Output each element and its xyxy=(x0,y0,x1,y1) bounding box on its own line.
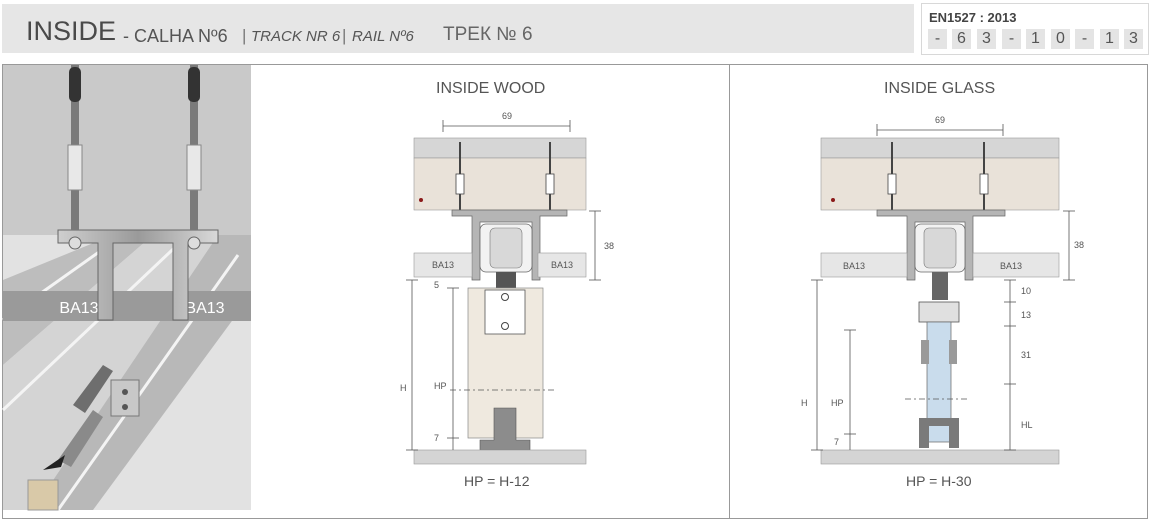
track-profile xyxy=(57,229,219,321)
ceiling-block xyxy=(820,157,1060,211)
separator: | xyxy=(342,26,347,45)
rod-coupler xyxy=(979,173,989,195)
code-cell: - xyxy=(928,29,947,49)
ba13-label: BA13 xyxy=(1000,261,1022,271)
hanger-arm xyxy=(58,410,103,467)
dim-h: H xyxy=(801,398,808,408)
subtitle-trek: ТРЕК № 6 xyxy=(443,24,533,45)
ba13-board xyxy=(972,252,1060,278)
arrow-icon xyxy=(43,455,65,470)
roller-wheel xyxy=(923,227,957,269)
code-cell: 3 xyxy=(1124,29,1143,49)
formula-wood: HP = H-12 xyxy=(464,473,530,489)
panel-title-wood: INSIDE WOOD xyxy=(436,80,546,97)
floor xyxy=(820,449,1060,465)
code-cell: - xyxy=(1075,29,1094,49)
floor xyxy=(413,449,587,465)
nut xyxy=(187,236,201,250)
code-cell: 3 xyxy=(977,29,996,49)
header-bar: INSIDE - CALHA Nº6 | TRACK NR 6 | RAIL N… xyxy=(2,4,914,53)
ceiling-block xyxy=(413,157,587,211)
wood-section-drawing: 69 BA13 BA13 38 H HP 5 7 xyxy=(400,111,614,465)
content-frame xyxy=(2,64,1148,519)
dim-7: 7 xyxy=(834,437,839,447)
accent-dot xyxy=(419,198,423,202)
certification-standard: EN1527 : 2013 xyxy=(929,10,1017,25)
ba13-label: BA13 xyxy=(843,261,865,271)
door-corner xyxy=(27,479,59,511)
track-photo-illustration: BA13 BA13 xyxy=(1,65,251,511)
dim-31: 31 xyxy=(1021,350,1031,360)
floor-guide xyxy=(919,418,959,448)
rod-coupler xyxy=(186,144,202,191)
fitting-hole xyxy=(501,293,509,301)
ba13-label: BA13 xyxy=(59,300,98,317)
dim-7: 7 xyxy=(434,433,439,443)
ba13-label: BA13 xyxy=(551,260,573,270)
glass-section-drawing: 69 BA13 BA13 38 H HP 7 10 13 31 HL xyxy=(801,115,1084,465)
bracket-hole xyxy=(122,389,128,395)
ba13-board xyxy=(3,291,251,321)
bracket-hole xyxy=(122,404,128,410)
dim-hp: HP xyxy=(434,381,447,391)
nut xyxy=(68,236,82,250)
anchor-plug xyxy=(69,67,81,102)
dim-h: H xyxy=(400,383,407,393)
ba13-board xyxy=(413,252,473,278)
roller-wheel xyxy=(489,227,523,269)
ceiling-slab xyxy=(413,137,587,159)
threaded-pin xyxy=(932,272,948,300)
hanger-bracket xyxy=(110,379,140,417)
rod-coupler xyxy=(545,173,555,195)
dim-hl: HL xyxy=(1021,420,1033,430)
rod-coupler xyxy=(455,173,465,195)
certification-box: EN1527 : 2013 - 6 3 - 1 0 - 1 3 xyxy=(921,3,1149,55)
rod-coupler xyxy=(887,173,897,195)
roller-bolt xyxy=(496,272,516,288)
dim-hp: HP xyxy=(831,398,844,408)
dim-13: 13 xyxy=(1021,310,1031,320)
code-cell: 6 xyxy=(952,29,971,49)
dim-width: 69 xyxy=(502,111,512,121)
ba13-board xyxy=(820,252,908,278)
accent-dot xyxy=(831,198,835,202)
subtitle-calha: - CALHA Nº6 xyxy=(123,26,228,46)
panel-divider xyxy=(729,64,730,519)
rod-coupler xyxy=(67,144,83,191)
ba13-label: BA13 xyxy=(432,260,454,270)
dim-10: 10 xyxy=(1021,286,1031,296)
clamp-plate xyxy=(921,340,929,364)
code-cell: 1 xyxy=(1026,29,1045,49)
dim-38: 38 xyxy=(1074,240,1084,250)
formula-glass: HP = H-30 xyxy=(906,473,972,489)
page-title: INSIDE xyxy=(26,16,117,46)
dim-5: 5 xyxy=(434,280,439,290)
dim-width: 69 xyxy=(935,115,945,125)
ba13-label: BA13 xyxy=(185,300,224,317)
separator: | xyxy=(242,26,247,45)
subtitle-rail: RAIL Nº6 xyxy=(352,28,414,45)
clamp-plate xyxy=(949,340,957,364)
panel-title-glass: INSIDE GLASS xyxy=(884,80,996,97)
subtitle-track: TRACK NR 6 xyxy=(251,28,341,45)
code-cell: 0 xyxy=(1051,29,1070,49)
fitting-hole xyxy=(501,322,509,330)
code-cell: 1 xyxy=(1100,29,1119,49)
ba13-board xyxy=(537,252,587,278)
roller-hanger xyxy=(73,365,113,413)
rail-highlight xyxy=(1,233,190,412)
glass-clamp xyxy=(918,301,960,323)
dim-38: 38 xyxy=(604,241,614,251)
code-cell: - xyxy=(1002,29,1021,49)
ceiling-area xyxy=(3,65,251,235)
ceiling-slab xyxy=(820,137,1060,159)
anchor-plug xyxy=(188,67,200,102)
